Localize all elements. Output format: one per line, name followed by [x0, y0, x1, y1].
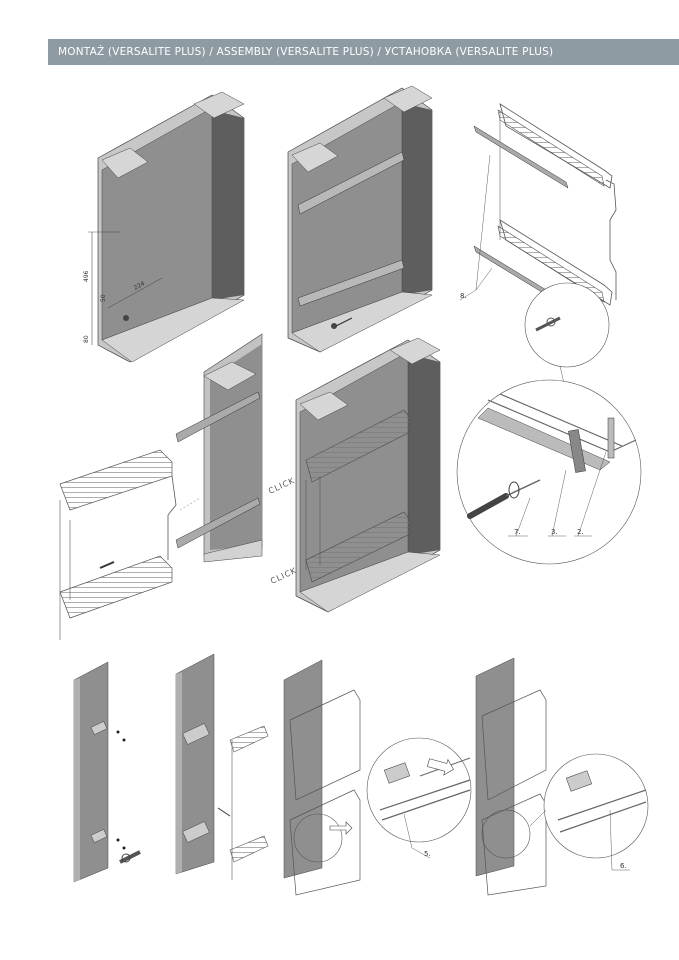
panel-step-5a	[73, 661, 141, 883]
callout-2: 2.	[577, 528, 584, 536]
dim-496: 496	[83, 270, 90, 282]
cabinet-step-4: CLICK CLICK	[267, 337, 441, 613]
callout-8: 8.	[460, 292, 467, 300]
detail-circle-6	[543, 753, 649, 859]
arrows-slide	[329, 758, 454, 835]
cabinet-step-1: 496 224 50 80	[83, 91, 245, 363]
callout-6: 6.	[620, 862, 627, 870]
detail-circle-large	[456, 379, 642, 565]
basket-rails-step-3: 8.	[459, 103, 617, 309]
detail-6-content: 6.	[557, 770, 647, 871]
screw-detail-large: 7. 3. 2.	[467, 393, 637, 537]
dim-50: 50	[100, 294, 107, 302]
screw-detail-small	[535, 316, 561, 332]
click-label-bottom: CLICK	[269, 566, 298, 586]
panel-step-6	[475, 657, 547, 896]
click-label-top: CLICK	[267, 476, 296, 496]
dim-224: 224	[133, 280, 147, 292]
callout-3: 3.	[551, 528, 558, 536]
panel-step-5c	[283, 659, 361, 896]
dim-80: 80	[83, 335, 90, 343]
side-panel-rails	[175, 333, 263, 563]
basket-step-4	[59, 449, 201, 640]
callout-5: 5.	[424, 850, 431, 858]
page-header: MONTAŻ (VERSALITE PLUS) / ASSEMBLY (VERS…	[48, 39, 679, 65]
cabinet-step-2	[287, 85, 433, 353]
detail-circle-5	[366, 737, 472, 843]
detail-circle-small	[524, 282, 610, 368]
callout-7: 7.	[514, 528, 521, 536]
panel-step-5b	[175, 653, 269, 880]
